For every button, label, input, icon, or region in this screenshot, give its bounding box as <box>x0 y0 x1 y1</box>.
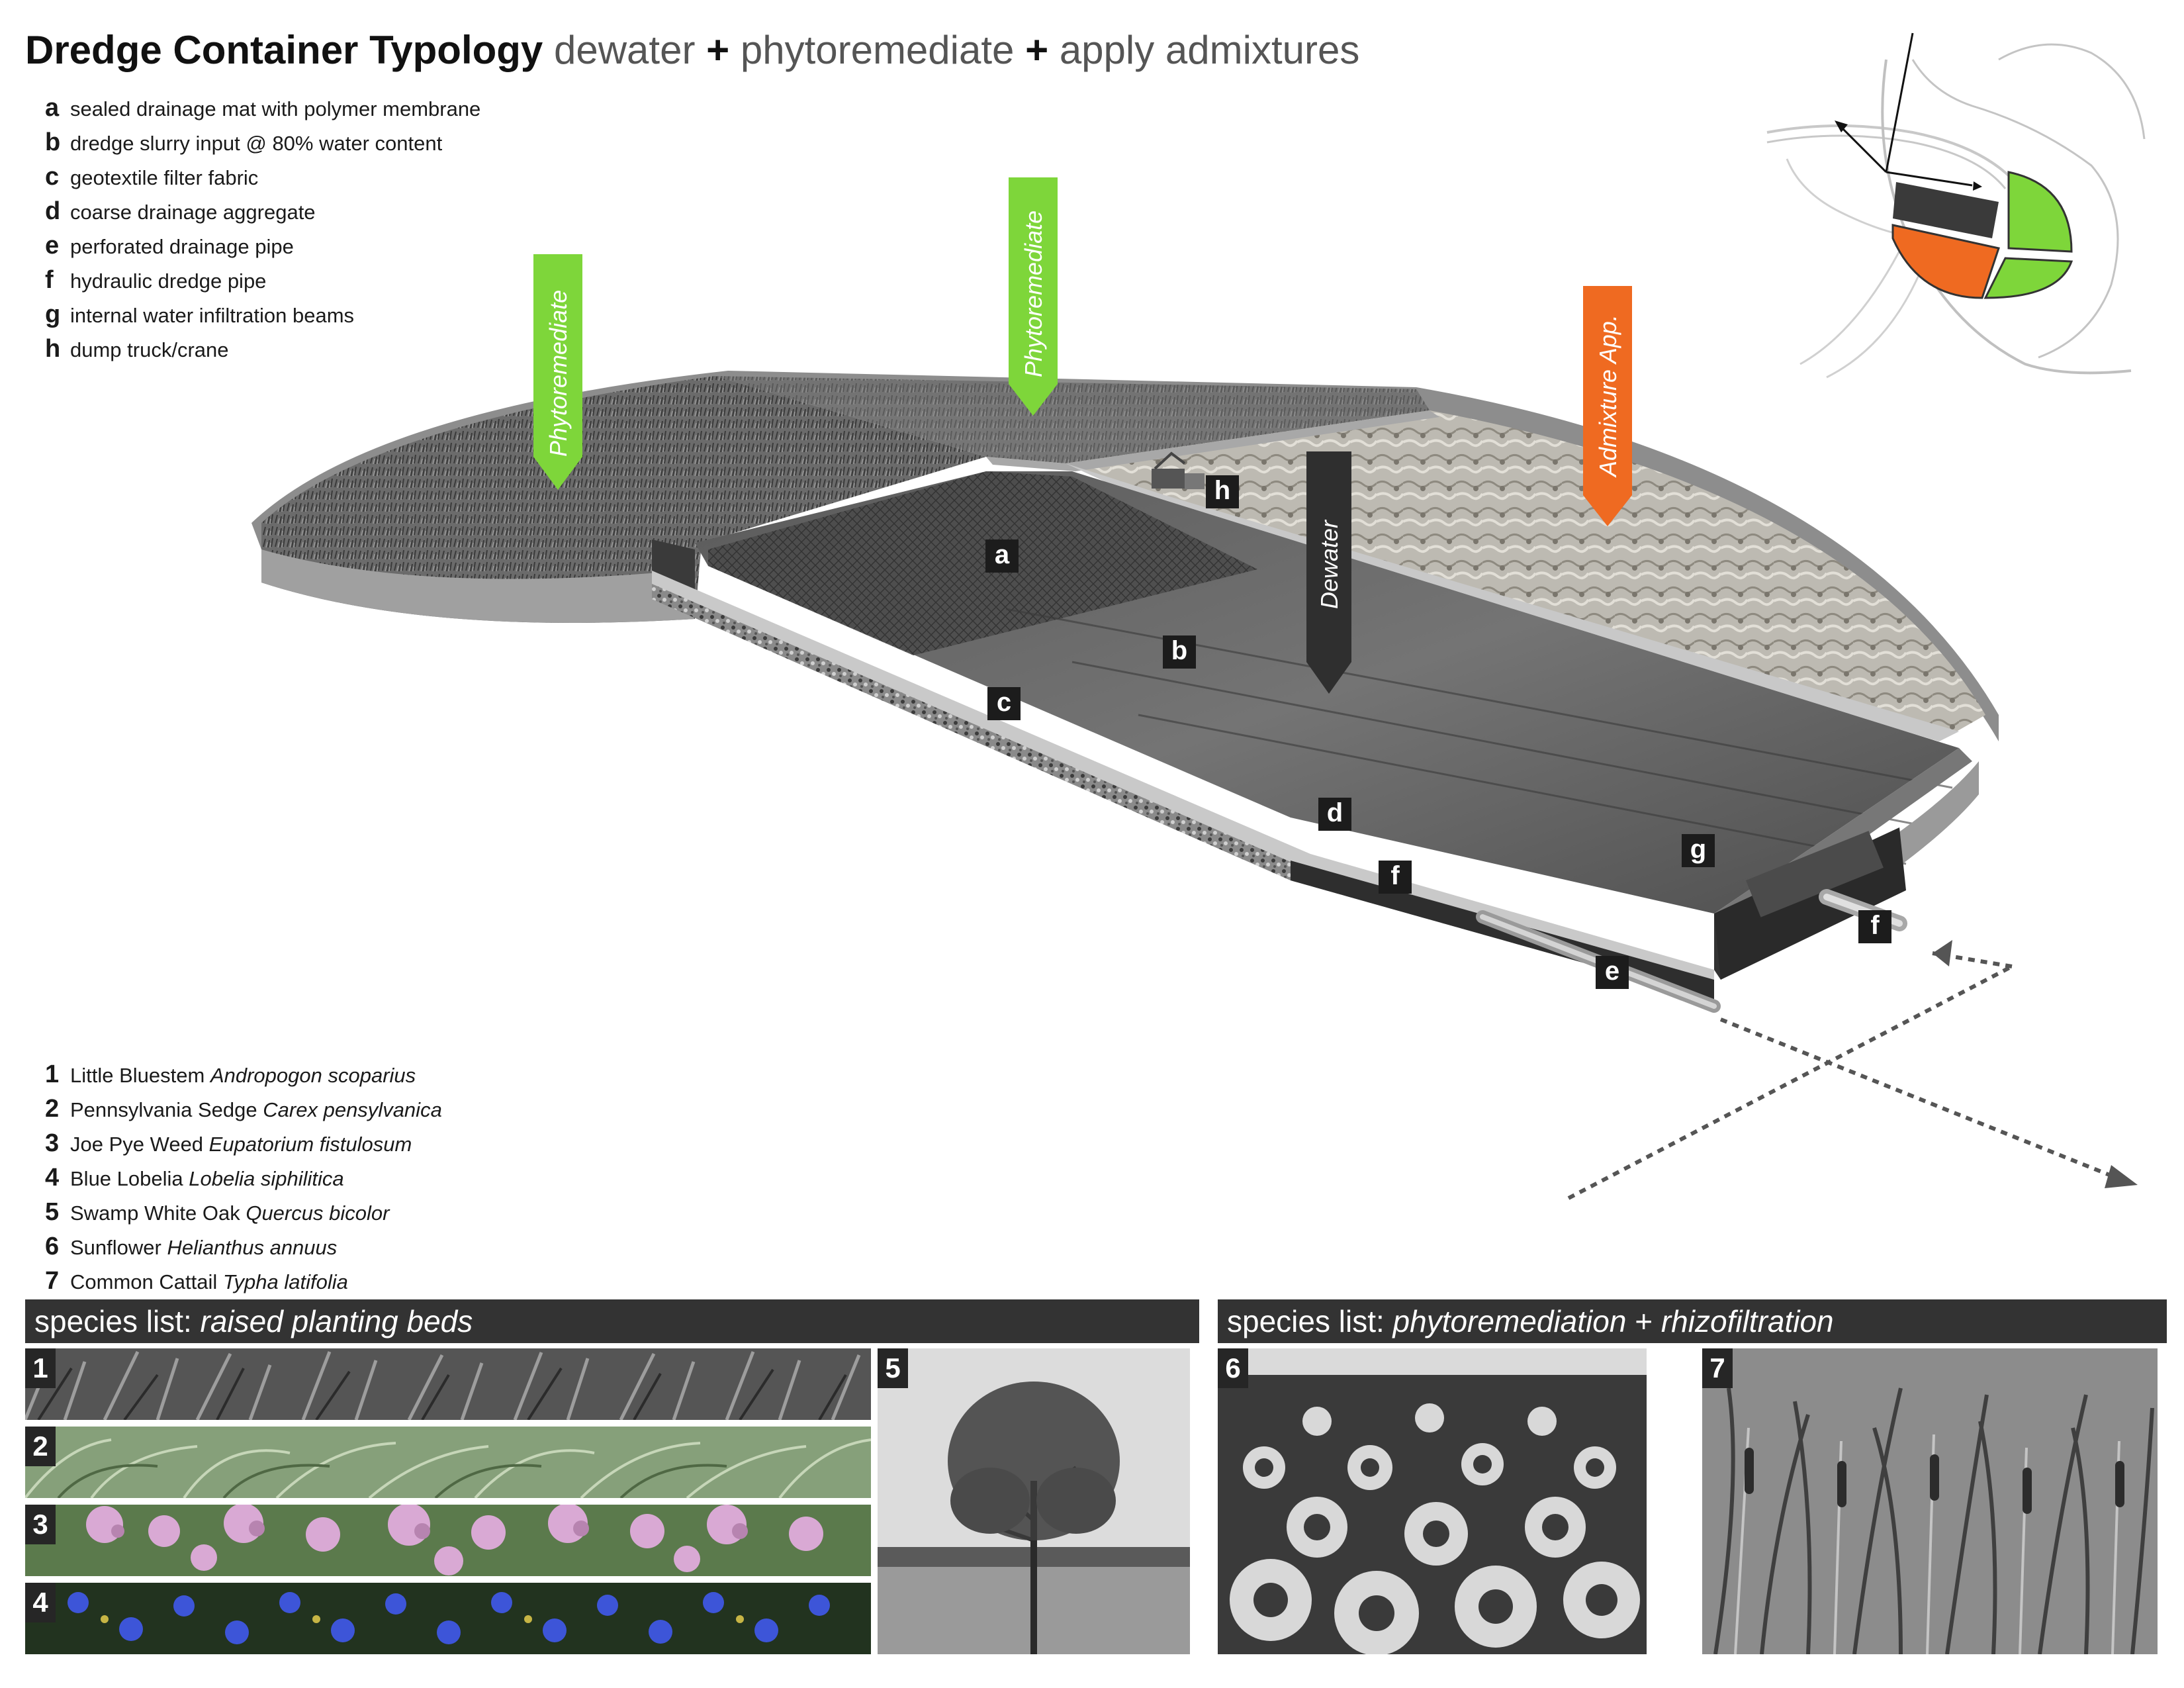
title-phytoremediate: phytoremediate <box>740 28 1015 72</box>
phyto-arrow-left <box>533 254 582 490</box>
photo-number-5: 5 <box>878 1348 908 1388</box>
admix-label: Admixture App. <box>1594 314 1621 477</box>
photo-little-bluestem: 1 <box>25 1348 871 1420</box>
photo-joe-pye-weed: 3 <box>25 1505 871 1576</box>
tag-f-1: f <box>1379 861 1412 894</box>
photo-blue-lobelia: 4 <box>25 1583 871 1654</box>
photo-number-4: 4 <box>25 1583 56 1622</box>
tag-e: e <box>1596 956 1629 989</box>
tag-a: a <box>985 539 1019 573</box>
tag-c: c <box>987 687 1021 720</box>
photo-sunflower: 6 <box>1218 1348 1647 1654</box>
title-main: Dredge Container Typology <box>25 28 543 72</box>
phyto-label-left: Phytoremediate <box>545 289 572 457</box>
title-admixtures: apply admixtures <box>1059 28 1360 72</box>
photo-pennsylvania-sedge: 2 <box>25 1427 871 1498</box>
title-dewater: dewater <box>553 28 696 72</box>
tag-g: g <box>1682 834 1715 867</box>
banner-phytoremediation: species list: phytoremediation + rhizofi… <box>1218 1299 2167 1343</box>
tag-b: b <box>1163 635 1196 669</box>
phyto-label-center: Phytoremediate <box>1020 210 1047 377</box>
photo-number-2: 2 <box>25 1427 56 1466</box>
title-plus-2: + <box>1025 28 1049 72</box>
photo-number-3: 3 <box>25 1505 56 1544</box>
page-title: Dredge Container Typology dewater + phyt… <box>25 25 1359 75</box>
dewater-label: Dewater <box>1316 520 1343 609</box>
photo-number-1: 1 <box>25 1348 56 1388</box>
photo-common-cattail: 7 <box>1702 1348 2158 1654</box>
tag-h: h <box>1206 475 1239 508</box>
dewater-arrow <box>1306 451 1351 694</box>
tag-f-2: f <box>1858 910 1891 943</box>
photo-number-6: 6 <box>1218 1348 1248 1388</box>
admix-arrow <box>1583 286 1632 526</box>
tag-d: d <box>1318 798 1351 831</box>
photo-number-7: 7 <box>1702 1348 1733 1388</box>
banner-raised-beds: species list: raised planting beds <box>25 1299 1199 1343</box>
site-key-map <box>1766 32 2146 379</box>
phyto-arrow-center <box>1009 177 1058 416</box>
photo-swamp-white-oak: 5 <box>878 1348 1190 1654</box>
title-plus-1: + <box>706 28 730 72</box>
